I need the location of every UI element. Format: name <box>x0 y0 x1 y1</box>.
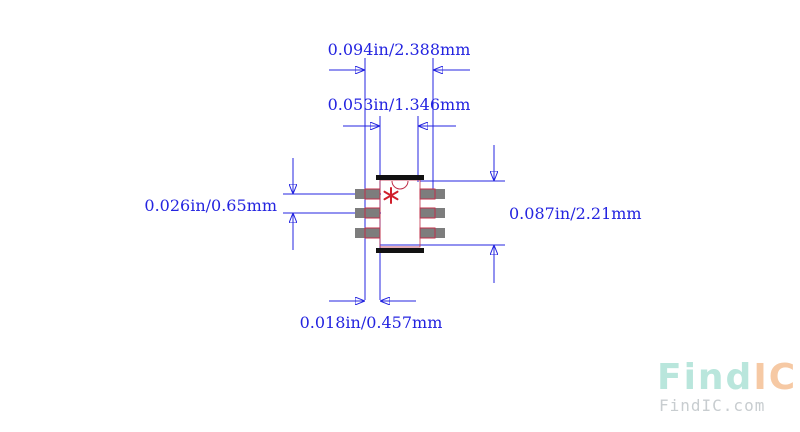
watermark-logo-ic: IC <box>753 357 797 398</box>
pad-1-outline <box>364 188 381 200</box>
body-top-bar <box>376 175 424 180</box>
watermark-logo: FindIC <box>657 357 797 398</box>
pad-3-outline <box>364 227 381 239</box>
pad-5 <box>420 208 445 218</box>
pad-5-outline <box>419 207 436 219</box>
pin1-notch <box>391 180 409 190</box>
pad-6-outline <box>419 188 436 200</box>
pad-width-label: 0.018in/0.457mm <box>300 313 443 332</box>
watermark-url: FindIC.com <box>659 396 765 415</box>
pad-3 <box>355 228 380 238</box>
pad-4-outline <box>419 227 436 239</box>
body-height-label: 0.087in/2.21mm <box>509 204 642 223</box>
pad-4 <box>420 228 445 238</box>
overall-width-label: 0.094in/2.388mm <box>328 40 471 59</box>
pad-2-outline <box>364 207 381 219</box>
component-body <box>376 175 424 253</box>
pitch-label: 0.026in/0.65mm <box>144 196 277 215</box>
body-bottom-bar <box>376 248 424 253</box>
pad-6 <box>420 189 445 199</box>
pads <box>355 188 445 239</box>
findic-watermark: FindIC FindIC.com <box>657 357 797 415</box>
body-width-label: 0.053in/1.346mm <box>328 95 471 114</box>
pad-2 <box>355 208 380 218</box>
watermark-logo-find: Find <box>657 357 753 398</box>
pin1-marker-icon <box>383 187 399 204</box>
pad-1 <box>355 189 380 199</box>
body-outline <box>379 179 421 248</box>
